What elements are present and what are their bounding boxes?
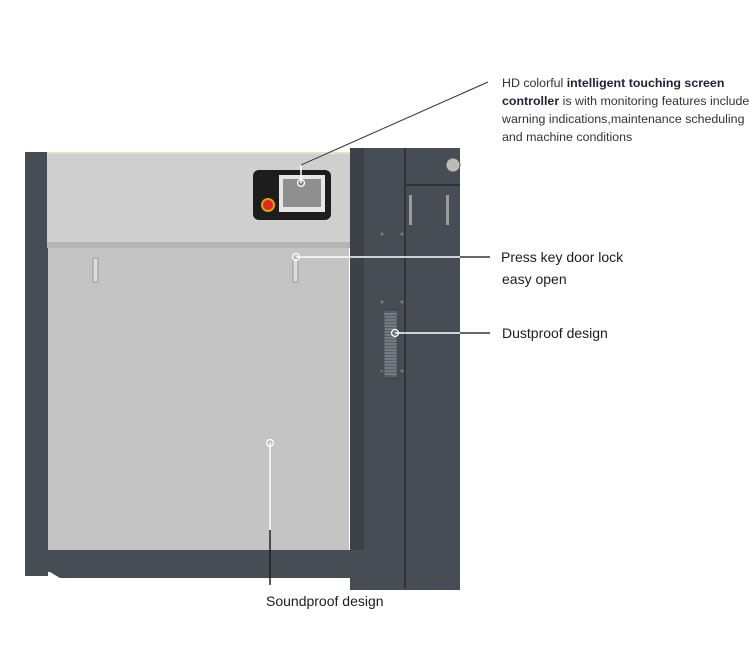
- soundproof-label: Soundproof design: [266, 593, 384, 609]
- controller-text-prefix: HD colorful: [502, 76, 567, 90]
- door-lock-label-line1: Press key door lock: [501, 249, 624, 265]
- dustproof-marker-icon: [390, 328, 400, 338]
- door-latch: [292, 257, 299, 283]
- controller-callout-text: HD colorful intelligent touching screen …: [502, 74, 750, 146]
- soundproof-marker-icon: [265, 438, 275, 448]
- soundproof-door: [48, 248, 349, 550]
- controller-text-suffix: is with monitoring features include warn…: [502, 94, 750, 144]
- door-lock-label-line2: easy open: [502, 271, 567, 287]
- door-lock-marker-icon: [291, 252, 301, 262]
- dust-vent: [382, 309, 399, 379]
- knob-icon: [445, 157, 461, 173]
- emergency-stop-button: [263, 200, 273, 210]
- touch-screen: [283, 179, 321, 207]
- dustproof-label: Dustproof design: [502, 325, 608, 341]
- controller-marker-icon: [296, 178, 306, 188]
- controller-text-bold: intelligent touching screen controller: [502, 76, 725, 108]
- door-latch: [92, 257, 99, 283]
- callout-lines: [269, 81, 490, 585]
- left-frame: [25, 152, 48, 576]
